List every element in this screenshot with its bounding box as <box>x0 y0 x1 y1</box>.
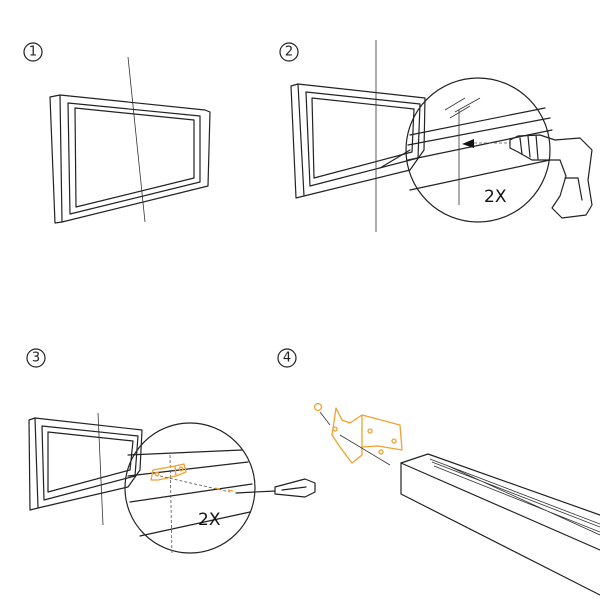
step-2: 2 2X <box>279 40 593 232</box>
quantity-label: 2X <box>484 187 507 207</box>
step-number-badge <box>26 348 46 368</box>
step-number: 4 <box>283 351 291 366</box>
step-number-badge <box>279 42 299 62</box>
step-1: 1 <box>23 42 211 224</box>
bracket-icon <box>150 463 187 481</box>
frame-illustration <box>49 56 211 224</box>
step-3: 3 2X <box>26 348 316 556</box>
magnified-detail: 2X <box>124 422 256 556</box>
step-number-badge <box>277 348 297 368</box>
step-number: 3 <box>32 351 40 366</box>
step-number: 2 <box>285 45 293 60</box>
rail-bar <box>400 453 600 596</box>
step-number: 1 <box>29 45 37 60</box>
screwdriver-icon <box>235 478 316 498</box>
frame-illustration <box>290 40 426 232</box>
drill-icon <box>509 134 593 219</box>
step-4: 4 <box>277 348 600 596</box>
step-number-badge <box>23 42 43 62</box>
bracket-assembly <box>313 402 403 466</box>
arrow-icon <box>462 139 474 148</box>
frame-illustration <box>28 412 143 526</box>
screw-icon <box>313 402 323 412</box>
magnified-detail: 2X <box>405 77 553 223</box>
quantity-label: 2X <box>198 510 221 530</box>
